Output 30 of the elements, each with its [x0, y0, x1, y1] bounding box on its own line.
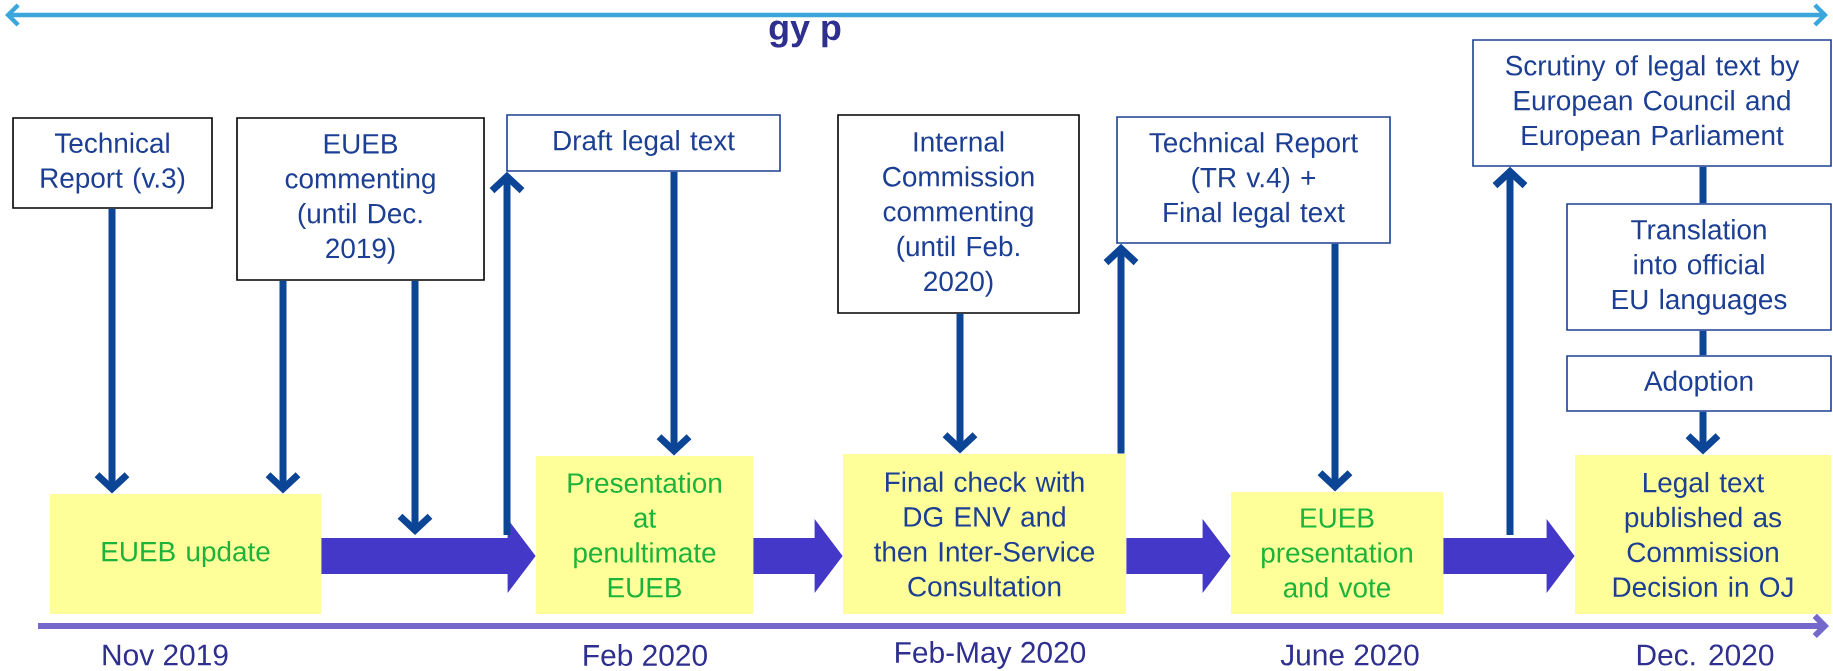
date-label: Nov 2019 [103, 644, 228, 666]
arrow [1317, 243, 1353, 492]
step-box: Internal Commission commenting (until Feb. 2020) [837, 114, 1080, 314]
arrow [94, 208, 130, 494]
step-box: Technical Report (TR v.4) + Final legal text [1116, 116, 1391, 244]
block-arrow [1443, 519, 1575, 593]
milestone-box: EUEB update [50, 494, 321, 614]
block-arrow [1126, 519, 1231, 593]
step-box: Scrutiny of legal text by European Council and European Parliament [1472, 39, 1832, 167]
date-label: Feb 2020 [584, 644, 707, 666]
step-box: EUEB commenting (until Dec. 2019) [236, 117, 485, 281]
block-arrow [753, 519, 843, 593]
step-box: Technical Report (v.3) [12, 117, 213, 209]
arrow [656, 171, 692, 456]
milestone-box: EUEB presentation and vote [1231, 492, 1443, 614]
date-label: Feb-May 2020 [896, 641, 1086, 669]
step-box: Draft legal text [506, 114, 781, 172]
milestone-box: Presentation at penultimate EUEB [536, 456, 753, 614]
step-box: Translation into official EU languages [1566, 203, 1832, 331]
title-text: gy p [769, 20, 841, 48]
connector-line [1699, 330, 1707, 356]
arrow [397, 280, 433, 535]
date-label: Dec. 2020 [1637, 644, 1774, 666]
step-box: Adoption [1566, 355, 1832, 412]
arrow [942, 313, 978, 454]
connector-line [1699, 166, 1707, 204]
milestone-box: Legal text published as Commission Decision in OJ [1575, 455, 1831, 614]
arrow [265, 280, 301, 494]
milestone-box: Final check with DG ENV and then Inter-Service Consultation [843, 454, 1126, 614]
date-label: June 2020 [1280, 644, 1419, 666]
